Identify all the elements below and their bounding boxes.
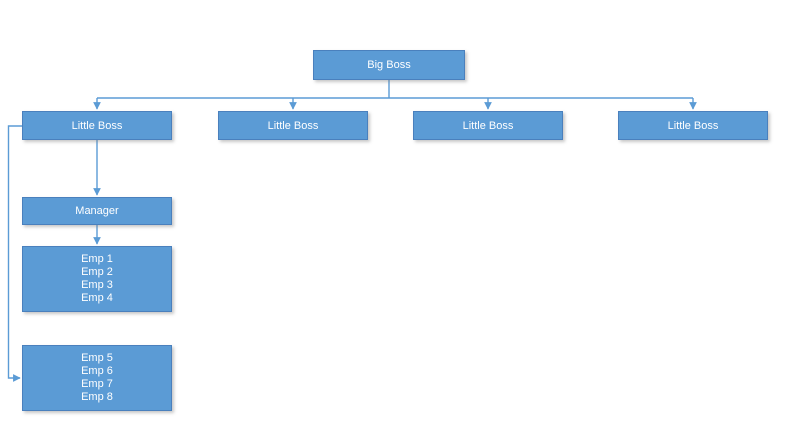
node-team-b: Emp 5 Emp 6 Emp 7 Emp 8	[22, 345, 172, 411]
node-team-a-line: Emp 3	[81, 279, 113, 291]
node-team-a: Emp 1 Emp 2 Emp 3 Emp 4	[22, 246, 172, 312]
node-little-boss-3: Little Boss	[413, 111, 563, 140]
node-team-a-line: Emp 2	[81, 265, 113, 278]
node-team-b-line: Emp 7	[81, 378, 113, 390]
node-big-boss: Big Boss	[313, 50, 465, 80]
node-little-boss-1-label: Little Boss	[71, 119, 123, 132]
node-team-a-line: Emp 4	[81, 292, 113, 305]
node-team-b-line: Emp 8	[81, 391, 113, 404]
node-little-boss-4: Little Boss	[618, 111, 768, 140]
node-manager-label: Manager	[75, 205, 119, 217]
node-little-boss-3-label: Little Boss	[462, 119, 514, 132]
node-little-boss-1: Little Boss	[22, 111, 172, 140]
node-big-boss-label: Big Boss	[367, 59, 411, 71]
node-team-b-line: Emp 6	[81, 364, 113, 377]
node-team-a-line: Emp 1	[81, 252, 113, 265]
node-manager: Manager	[22, 197, 172, 225]
node-little-boss-2-label: Little Boss	[267, 119, 319, 132]
node-little-boss-2: Little Boss	[218, 111, 368, 140]
node-little-boss-4-label: Little Boss	[667, 119, 719, 132]
node-team-b-line: Emp 5	[81, 351, 113, 364]
connector-littleboss1-team-b	[7, 125, 22, 382]
